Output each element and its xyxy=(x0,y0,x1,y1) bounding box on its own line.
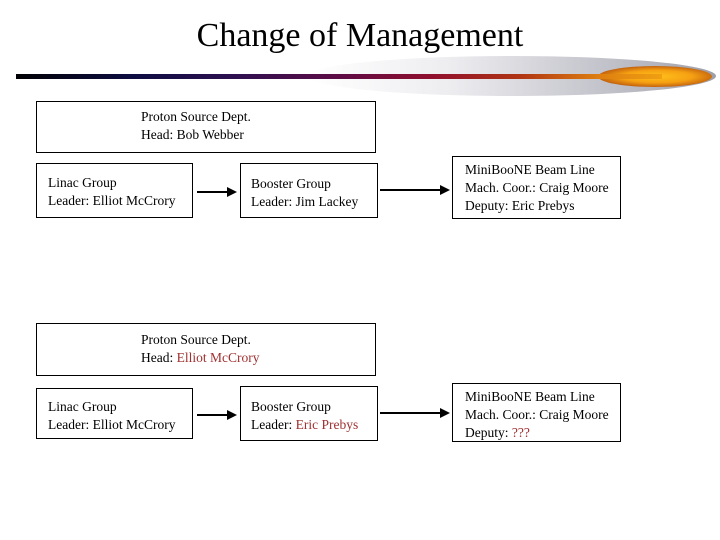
beamline-coordinator-line: Mach. Coor.: Craig Moore xyxy=(465,407,609,422)
dept-head-line: Head: Bob Webber xyxy=(141,127,244,142)
arrow-right-icon xyxy=(227,410,237,420)
beamline-name: MiniBooNE Beam Line xyxy=(465,162,595,177)
leader-name: Elliot McCrory xyxy=(92,193,176,208)
arrow-right-icon xyxy=(440,408,450,418)
booster-group-box: Booster Group Leader: Eric Prebys xyxy=(240,386,378,441)
dept-name: Proton Source Dept. xyxy=(141,332,251,347)
arrow-shaft xyxy=(197,191,229,193)
linac-group-box: Linac Group Leader: Elliot McCrory xyxy=(36,163,193,218)
slide-title: Change of Management xyxy=(196,17,524,54)
beamline-deputy-line: Deputy: ??? xyxy=(465,425,530,440)
arrow-shaft xyxy=(380,189,442,191)
leader-name: Elliot McCrory xyxy=(92,417,176,432)
beamline-deputy-line: Deputy: Eric Prebys xyxy=(465,198,575,213)
beamline-name: MiniBooNE Beam Line xyxy=(465,389,595,404)
booster-group-box: Booster Group Leader: Jim Lackey xyxy=(240,163,378,218)
group-leader-line: Leader: Jim Lackey xyxy=(251,194,359,209)
arrow-shaft xyxy=(380,412,442,414)
arrow-right-icon xyxy=(227,187,237,197)
beamline-coordinator-line: Mach. Coor.: Craig Moore xyxy=(465,180,609,195)
arrow-right-icon xyxy=(440,185,450,195)
group-leader-line: Leader: Elliot McCrory xyxy=(48,193,176,208)
arrow-linac-to-booster xyxy=(197,187,237,197)
group-leader-line: Leader: Eric Prebys xyxy=(251,417,359,432)
beamline-box: MiniBooNE Beam Line Mach. Coor.: Craig M… xyxy=(452,383,621,442)
comet-gradient-line xyxy=(16,74,662,79)
arrow-booster-to-beamline xyxy=(380,185,450,195)
beamline-box: MiniBooNE Beam Line Mach. Coor.: Craig M… xyxy=(452,156,621,219)
dept-name: Proton Source Dept. xyxy=(141,109,251,124)
dept-head-name: Bob Webber xyxy=(176,127,244,142)
leader-name-highlighted: Eric Prebys xyxy=(295,417,359,432)
dept-head-name-highlighted: Elliot McCrory xyxy=(176,350,260,365)
group-name: Linac Group xyxy=(48,175,117,190)
dept-head-line: Head: Elliot McCrory xyxy=(141,350,260,365)
deputy-name-highlighted: ??? xyxy=(511,425,530,440)
arrow-shaft xyxy=(197,414,229,416)
linac-group-box: Linac Group Leader: Elliot McCrory xyxy=(36,388,193,439)
leader-name: Jim Lackey xyxy=(295,194,359,209)
group-name: Booster Group xyxy=(251,399,331,414)
group-leader-line: Leader: Elliot McCrory xyxy=(48,417,176,432)
deputy-name: Eric Prebys xyxy=(511,198,575,213)
arrow-booster-to-beamline xyxy=(380,408,450,418)
group-name: Linac Group xyxy=(48,399,117,414)
dept-head-box: Proton Source Dept. Head: Bob Webber xyxy=(36,101,376,153)
dept-head-box: Proton Source Dept. Head: Elliot McCrory xyxy=(36,323,376,376)
arrow-linac-to-booster xyxy=(197,410,237,420)
group-name: Booster Group xyxy=(251,176,331,191)
